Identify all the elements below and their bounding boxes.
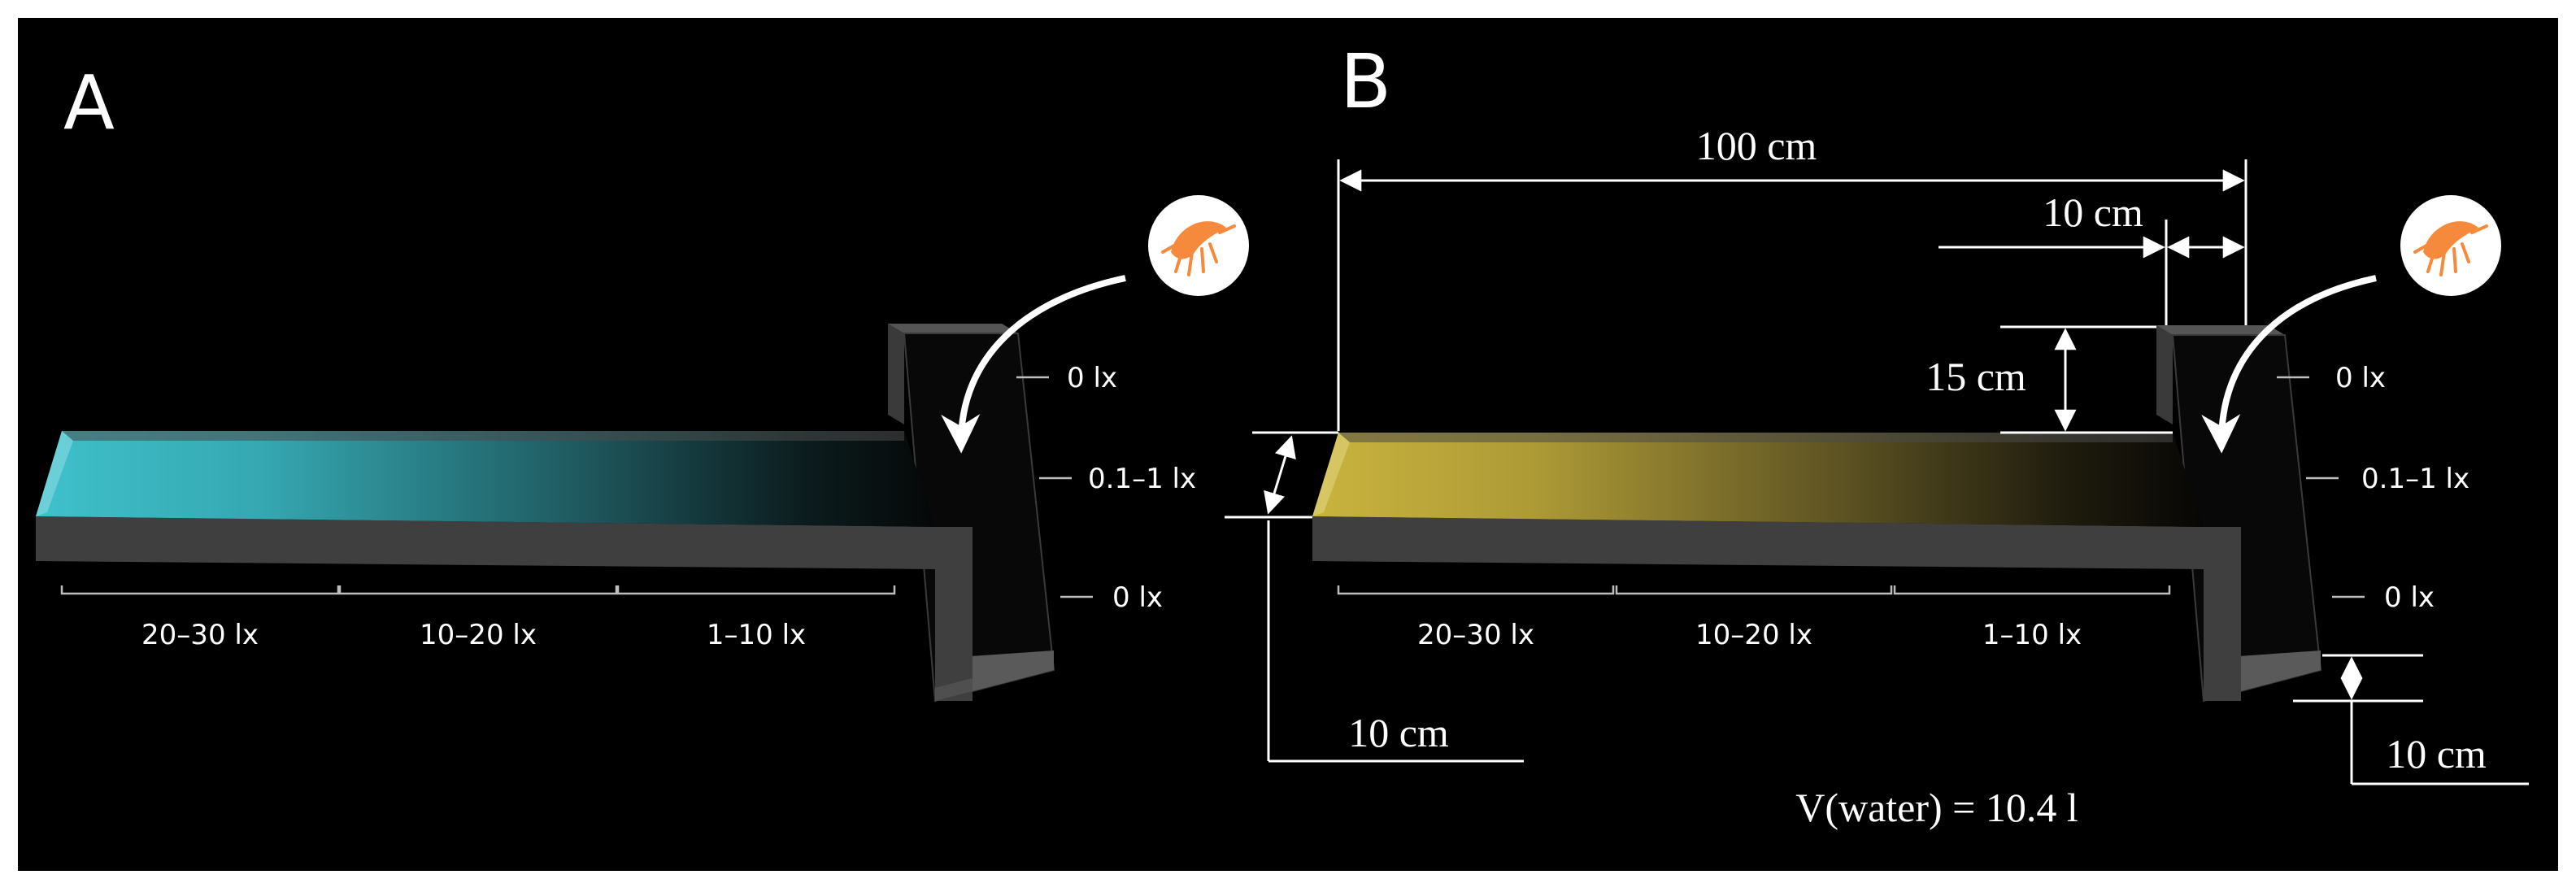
arm-label-a-1: 0 lx (1067, 362, 1117, 394)
dimension-length-label: 100 cm (1696, 123, 1817, 168)
zone-label-b-1: 20–30 lx (1417, 619, 1534, 651)
dimension-depth-left (1267, 520, 1524, 763)
curved-arrow-icon (941, 275, 1126, 454)
dimension-depth-label: 10 cm (2386, 731, 2487, 777)
arm-label-a-3: 0 lx (1112, 581, 1163, 614)
zone-label-a-1: 20–30 lx (141, 619, 259, 651)
dimension-depth-right (2293, 654, 2529, 785)
amphipod-icon (1148, 195, 1249, 296)
arm-label-b-3: 0 lx (2384, 581, 2435, 614)
zone-label-b-3: 1–10 lx (1982, 619, 2082, 651)
dimension-arm-width-label: 10 cm (2043, 189, 2143, 235)
arm-label-b-1: 0 lx (2335, 362, 2386, 394)
panel-label-b: B (1340, 38, 1391, 125)
zone-label-a-2: 10–20 lx (420, 619, 537, 651)
curved-arrow-icon-b (2201, 275, 2377, 454)
panel-b: B 20–30 lx 10–20 lx 1–10 lx 0 lx (1225, 38, 2529, 830)
zone-braces-b (1337, 585, 2171, 595)
dimension-arm-extension (2000, 325, 2173, 434)
dimension-channel-width (1225, 431, 1338, 519)
main-channel-b (1312, 433, 2241, 701)
dimension-arm-width (1939, 220, 2245, 325)
dimension-channel-width-label: 10 cm (1348, 710, 1449, 755)
zone-label-b-2: 10–20 lx (1695, 619, 1812, 651)
dimension-length (1337, 159, 2247, 431)
main-channel-a (36, 431, 973, 701)
zone-label-a-3: 1–10 lx (707, 619, 806, 651)
dimension-arm-extension-label: 15 cm (1925, 354, 2026, 399)
arm-label-b-2: 0.1–1 lx (2361, 463, 2469, 495)
amphipod-icon-b (2400, 195, 2501, 296)
panel-a: A 20–30 lx 10–20 lx 1–10 lx 0 (36, 59, 1249, 703)
water-volume-label: V(water) = 10.4 l (1795, 785, 2078, 830)
panel-label-a: A (63, 59, 115, 146)
arm-label-a-2: 0.1–1 lx (1088, 463, 1196, 495)
zone-braces-a (60, 585, 896, 595)
